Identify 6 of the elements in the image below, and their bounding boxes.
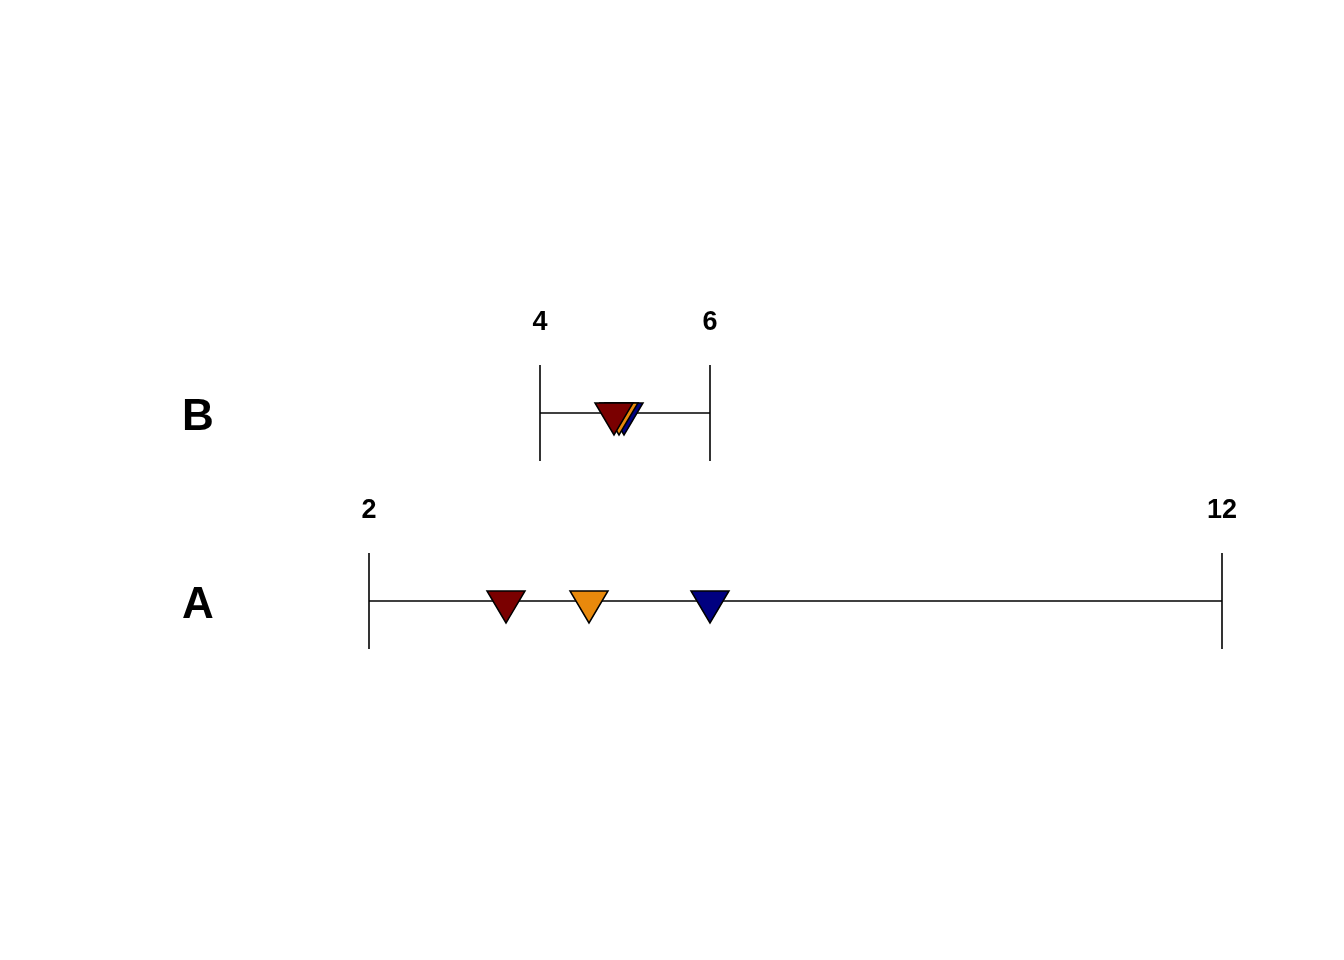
tick-value: 12 (1207, 495, 1237, 523)
row-label: B (182, 393, 214, 437)
tick-value: 6 (702, 307, 718, 335)
row-label: A (182, 581, 214, 625)
tick-value: 4 (532, 307, 548, 335)
tick-value: 2 (361, 495, 377, 523)
